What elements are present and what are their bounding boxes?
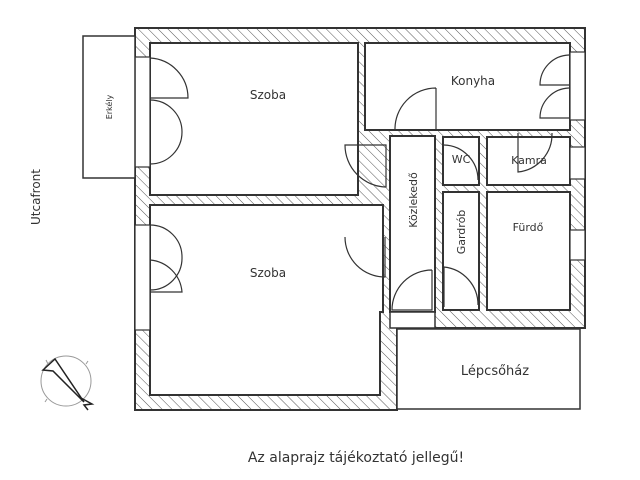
door-swing (149, 224, 183, 291)
disclaimer: Az alaprajz tájékoztató jellegű! (248, 450, 464, 466)
door-swing (149, 57, 189, 99)
street-label: Utcafront (29, 169, 43, 225)
door-swing (344, 144, 387, 188)
balcony-door (134, 56, 151, 168)
balcony (82, 35, 136, 179)
door-swing (443, 144, 479, 181)
room-gardrob (442, 191, 480, 311)
room-konyha (364, 42, 571, 131)
window (569, 146, 586, 180)
north-arrow-icon (40, 355, 95, 411)
label-lepcsohaz: Lépcsőház (461, 364, 529, 379)
label-szoba-bottom: Szoba (250, 266, 286, 280)
room-furdo (486, 191, 571, 311)
door-swing (517, 132, 553, 173)
door-swing (394, 87, 437, 131)
entry-opening (389, 311, 436, 329)
door-swing (539, 54, 570, 86)
label-gardrob: Gardrób (455, 210, 468, 255)
window (569, 51, 586, 121)
door-swing (344, 236, 386, 278)
window (134, 224, 151, 331)
room-lepcsohaz (396, 328, 581, 410)
label-furdo: Fürdő (513, 221, 544, 234)
label-kamra: Kamra (511, 154, 547, 167)
label-kozlekedo: Közlekedő (407, 172, 420, 228)
label-wc: WC (452, 153, 471, 166)
door-swing (149, 99, 183, 165)
room-kamra (486, 136, 571, 186)
label-szoba-top: Szoba (250, 88, 286, 102)
room-szoba-top (149, 42, 359, 196)
door-swing (539, 87, 570, 119)
window (569, 229, 586, 261)
door-swing (443, 266, 479, 307)
door-swing (149, 259, 183, 293)
label-erkely: Erkély (104, 94, 114, 119)
door-swing (391, 269, 433, 311)
label-konyha: Konyha (451, 74, 495, 88)
room-szoba-bottom (149, 204, 384, 396)
